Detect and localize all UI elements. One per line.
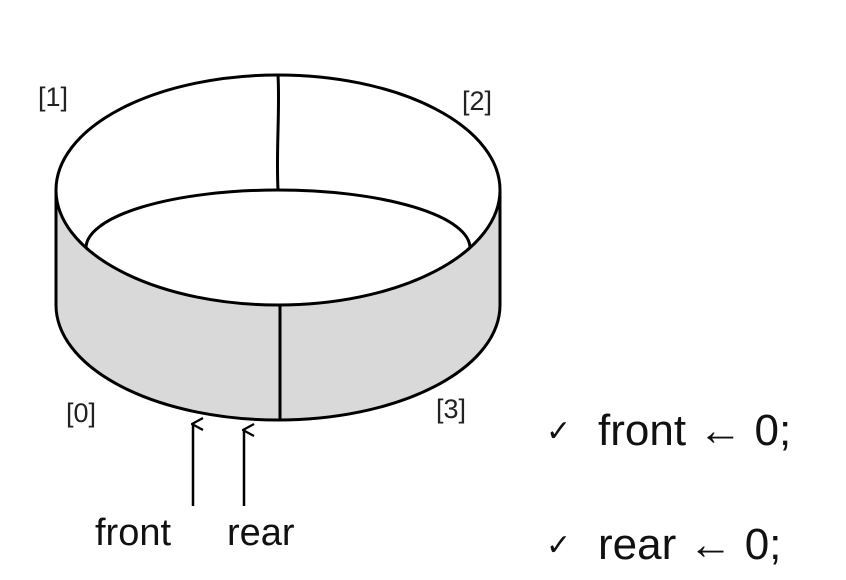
slot-label-1: [1]: [38, 82, 68, 112]
check-icon: ✓: [546, 414, 572, 449]
front-init-statement: ✓ front ← 0;: [546, 406, 791, 457]
ring-inner-rim: [84, 188, 472, 249]
ring-bottom-rim: [54, 304, 502, 422]
ring-inner-floor: [86, 190, 470, 248]
rear-pointer-label: rear: [227, 512, 295, 554]
rear-init-text: rear ← 0;: [598, 520, 782, 569]
rear-init-statement: ✓ rear ← 0;: [546, 520, 781, 571]
slot-label-3: [3]: [436, 394, 466, 424]
front-init-text: front ← 0;: [598, 406, 792, 455]
front-pointer-label: front: [95, 512, 171, 554]
cell-divider-back: [275, 74, 281, 191]
slot-label-2: [2]: [462, 86, 492, 116]
slot-label-0: [0]: [66, 398, 96, 428]
check-icon: ✓: [546, 528, 572, 563]
